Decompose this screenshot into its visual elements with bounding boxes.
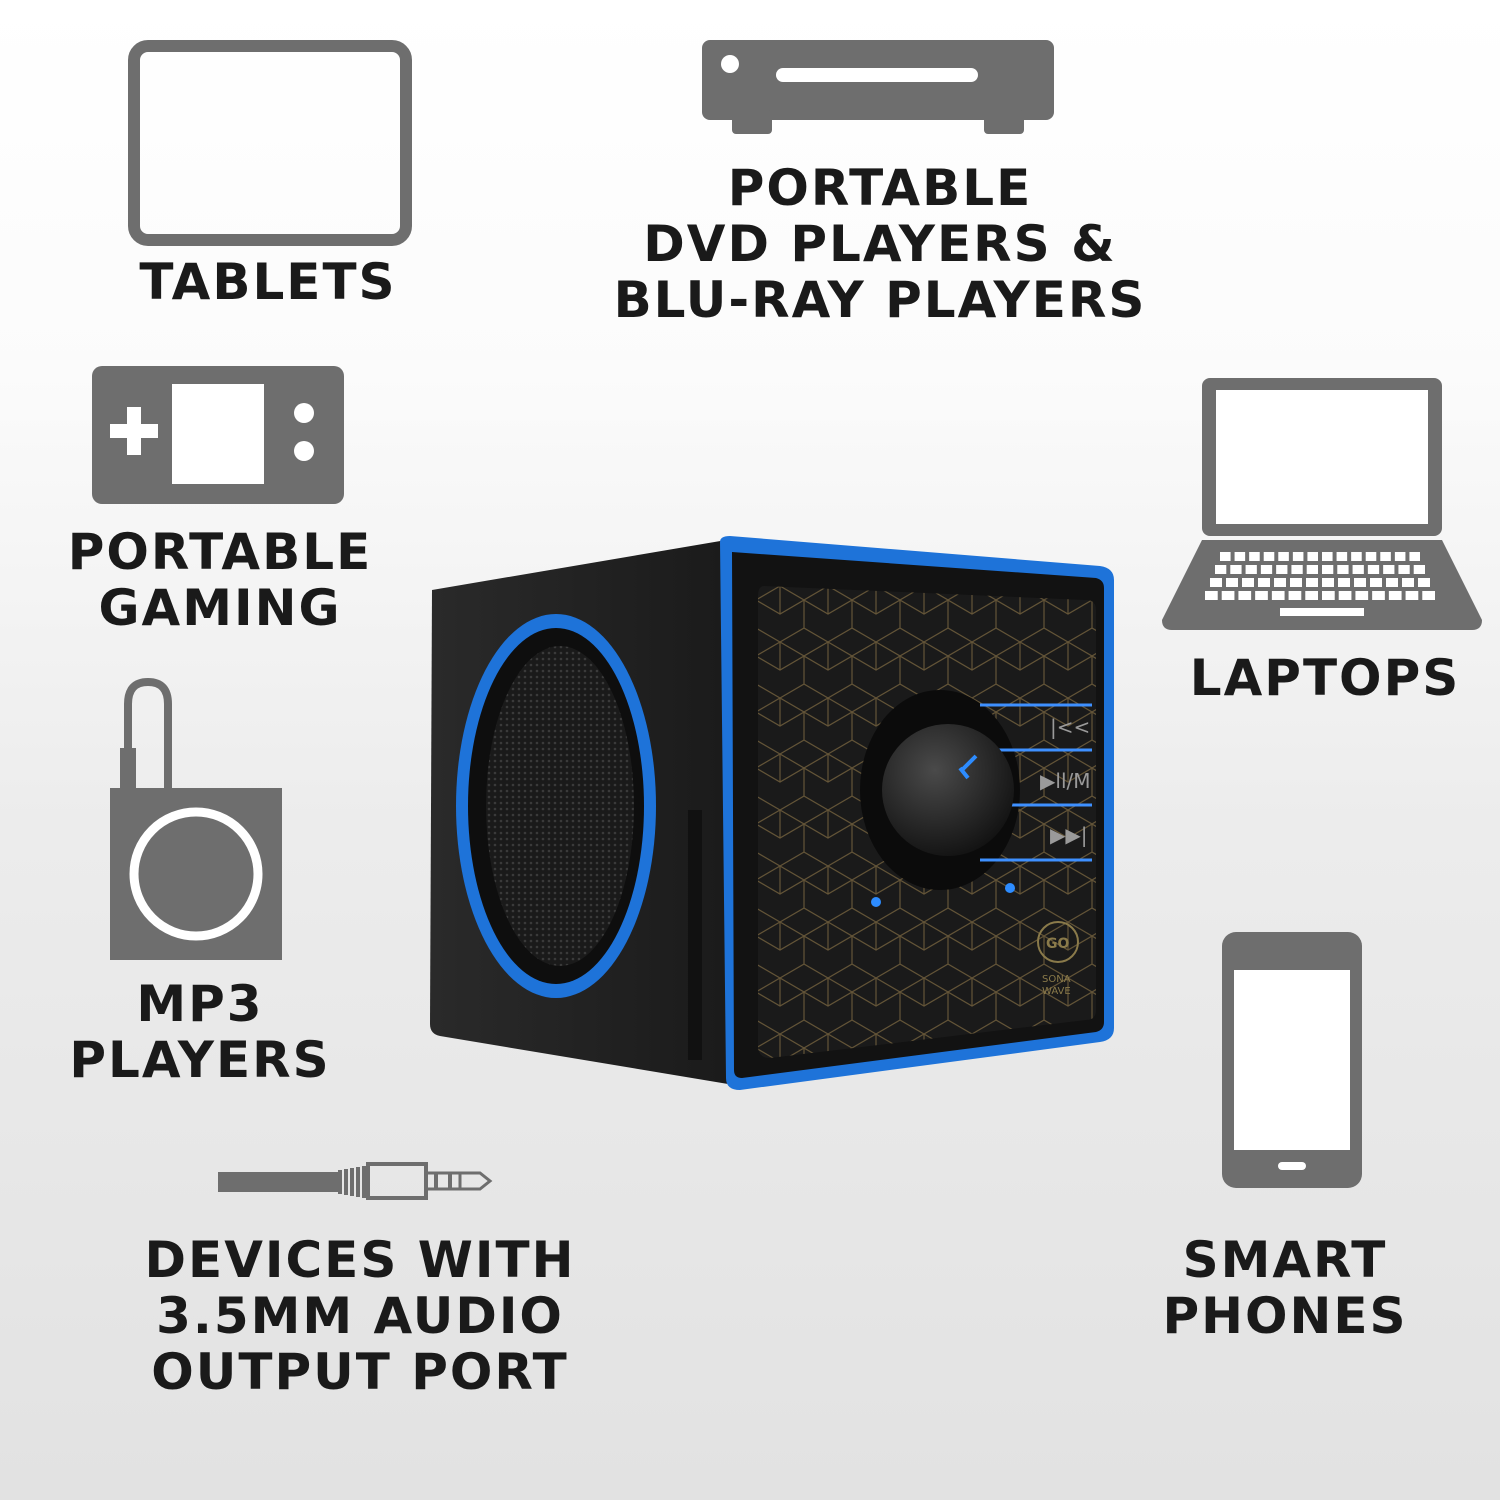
laptop-icon — [1162, 378, 1482, 630]
svg-text:▶▶|: ▶▶| — [1050, 823, 1088, 847]
label-line: SMART — [1182, 1231, 1388, 1289]
label-line: MP3 — [136, 975, 264, 1033]
handheld-console-icon — [92, 366, 344, 504]
dvd-player-icon — [702, 40, 1054, 134]
svg-text:WAVE: WAVE — [1042, 986, 1071, 997]
svg-text:GO: GO — [1046, 936, 1069, 952]
label-line: 3.5MM AUDIO — [156, 1287, 564, 1345]
label-tablets: TABLETS — [118, 254, 418, 310]
tablet-icon — [128, 40, 412, 246]
label-line: PLAYERS — [69, 1031, 331, 1089]
label-line: PORTABLE — [67, 523, 373, 581]
label-line: DVD PLAYERS & — [643, 215, 1117, 273]
label-line: TABLETS — [139, 253, 397, 311]
label-line: DEVICES WITH — [144, 1231, 576, 1289]
svg-text:▶ll/M: ▶ll/M — [1040, 769, 1091, 793]
label-aux: DEVICES WITH 3.5MM AUDIO OUTPUT PORT — [110, 1232, 610, 1400]
svg-text:SONA: SONA — [1042, 974, 1071, 985]
label-phones: SMART PHONES — [1140, 1232, 1430, 1344]
label-laptops: LAPTOPS — [1170, 650, 1480, 706]
smartphone-icon — [1222, 932, 1362, 1188]
label-line: BLU-RAY PLAYERS — [613, 271, 1147, 329]
label-line: PHONES — [1162, 1287, 1408, 1345]
label-line: OUTPUT PORT — [151, 1343, 569, 1401]
label-mp3: MP3 PLAYERS — [40, 976, 360, 1088]
mp3-player-icon — [110, 677, 282, 960]
speaker-product-image: |<< ▶ll/M ▶▶| GO SONA WAVE — [430, 536, 1114, 1090]
label-line: PORTABLE — [727, 159, 1033, 217]
audio-jack-icon — [218, 1162, 493, 1200]
label-line: GAMING — [98, 579, 342, 637]
svg-text:|<<: |<< — [1050, 715, 1090, 739]
label-gaming: PORTABLE GAMING — [40, 524, 400, 636]
label-line: LAPTOPS — [1189, 649, 1461, 707]
label-dvd: PORTABLE DVD PLAYERS & BLU-RAY PLAYERS — [580, 160, 1180, 328]
